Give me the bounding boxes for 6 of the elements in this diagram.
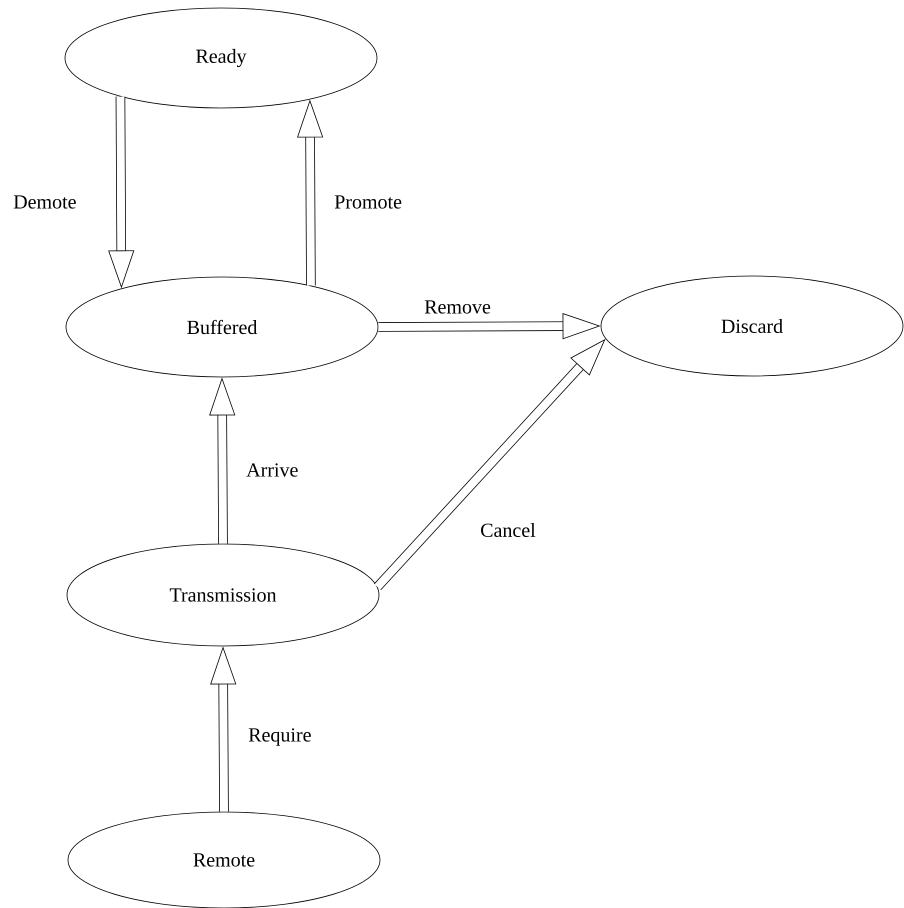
edge-label: Promote: [333, 194, 403, 210]
edge-label: Demote: [12, 194, 78, 210]
edge-label: Arrive: [245, 462, 300, 478]
edge-label: Cancel: [479, 522, 537, 538]
edge-label: Require: [247, 727, 312, 747]
edge-label: Remove: [423, 299, 492, 315]
